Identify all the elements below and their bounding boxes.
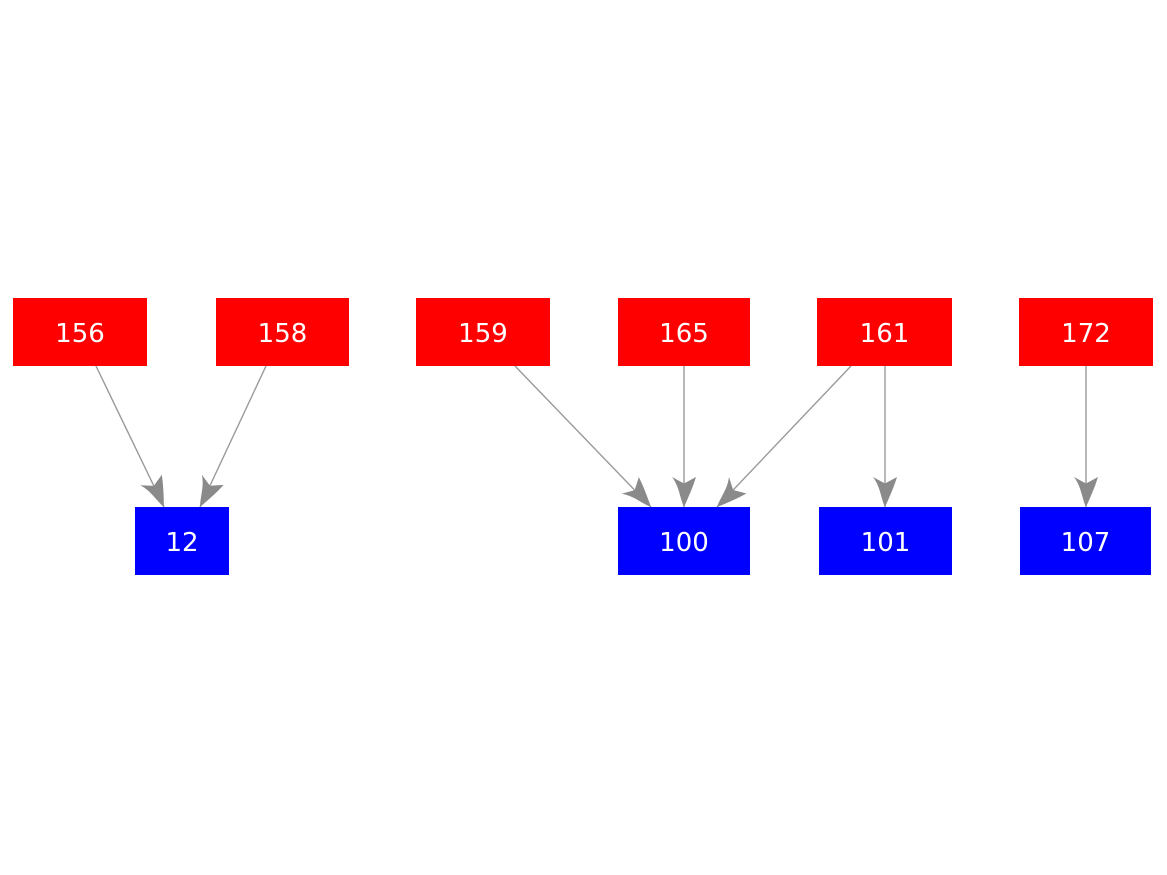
- graph-node-158: 158: [216, 298, 349, 366]
- edge-158-to-12: [199, 365, 267, 508]
- graph-node-101: 101: [819, 507, 952, 575]
- graph-node-156: 156: [13, 298, 147, 366]
- graph-node-165: 165: [618, 298, 750, 366]
- graph-node-100: 100: [618, 507, 750, 575]
- edge-159-to-100: [514, 365, 652, 508]
- graph-node-161: 161: [817, 298, 952, 366]
- graph-node-172: 172: [1019, 298, 1153, 366]
- graph-node-12: 12: [135, 507, 229, 575]
- graph-node-159: 159: [416, 298, 550, 366]
- edge-156-to-12: [95, 365, 165, 508]
- edge-group: [95, 365, 1098, 508]
- edge-161-to-100: [716, 365, 852, 508]
- graph-node-107: 107: [1020, 507, 1151, 575]
